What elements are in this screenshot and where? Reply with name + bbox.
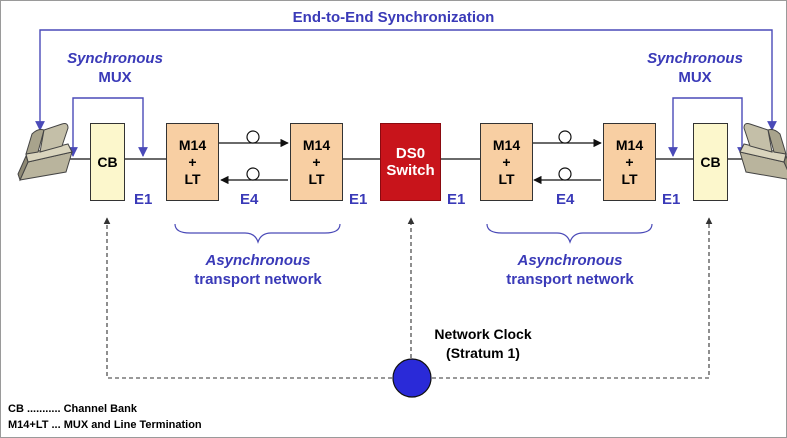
m14-label: M14 xyxy=(178,136,207,153)
stratum-label: (Stratum 1) xyxy=(446,345,520,361)
m14-label: M14 xyxy=(615,136,644,153)
async-left-line2: transport network xyxy=(194,271,322,288)
right-mux-label-line2: MUX xyxy=(678,69,712,86)
lt-label: LT xyxy=(308,170,325,187)
e4-label-1: E4 xyxy=(240,191,259,208)
async-right-line1: Asynchronous xyxy=(517,252,623,269)
m14-label: M14 xyxy=(492,136,521,153)
switch-label: Switch xyxy=(386,162,435,179)
m14-label: M14 xyxy=(302,136,331,153)
ds0-label: DS0 xyxy=(395,145,426,162)
m14-lt-box-4: M14 + LT xyxy=(603,123,656,201)
left-mux-connector xyxy=(68,97,148,157)
end-to-end-sync-title: End-to-End Synchronization xyxy=(292,9,495,26)
network-clock-icon xyxy=(392,358,432,398)
e1-label-2: E1 xyxy=(349,191,368,208)
telephone-icon xyxy=(17,123,73,182)
telephone-icon xyxy=(739,123,787,180)
clock-distribution xyxy=(103,217,713,379)
m14-lt-box-3: M14 + LT xyxy=(480,123,533,201)
lt-label: LT xyxy=(184,170,201,187)
e4-label-2: E4 xyxy=(556,191,575,208)
m14-lt-box-2: M14 + LT xyxy=(290,123,343,201)
channel-bank-left: CB xyxy=(90,123,125,201)
channel-bank-right: CB xyxy=(693,123,728,201)
network-clock-label: Network Clock xyxy=(434,326,532,342)
end-to-end-sync-connector xyxy=(35,29,777,131)
m14-plus: + xyxy=(312,153,321,170)
lt-label: LT xyxy=(621,170,638,187)
async-brace-left xyxy=(174,223,341,244)
legend-m14lt: M14+LT ... MUX and Line Termination xyxy=(8,419,202,431)
channel-bank-label: CB xyxy=(700,153,721,170)
async-left-line1: Asynchronous xyxy=(205,252,311,269)
left-mux-label-line1: Synchronous xyxy=(67,50,163,67)
async-right-line2: transport network xyxy=(506,271,634,288)
left-transport-arrows xyxy=(219,130,289,185)
right-mux-connector xyxy=(668,97,747,157)
channel-bank-label: CB xyxy=(97,153,118,170)
right-mux-label-line1: Synchronous xyxy=(647,50,743,67)
m14-plus: + xyxy=(188,153,197,170)
ds0-switch-box: DS0 Switch xyxy=(380,123,441,201)
m14-plus: + xyxy=(625,153,634,170)
e1-label-3: E1 xyxy=(447,191,466,208)
e1-label-4: E1 xyxy=(662,191,681,208)
lt-label: LT xyxy=(498,170,515,187)
right-transport-arrows xyxy=(532,130,602,185)
m14-plus: + xyxy=(502,153,511,170)
e1-label-1: E1 xyxy=(134,191,153,208)
async-brace-right xyxy=(486,223,653,244)
legend-cb: CB ........... Channel Bank xyxy=(8,403,137,415)
m14-lt-box-1: M14 + LT xyxy=(166,123,219,201)
left-mux-label-line2: MUX xyxy=(98,69,132,86)
